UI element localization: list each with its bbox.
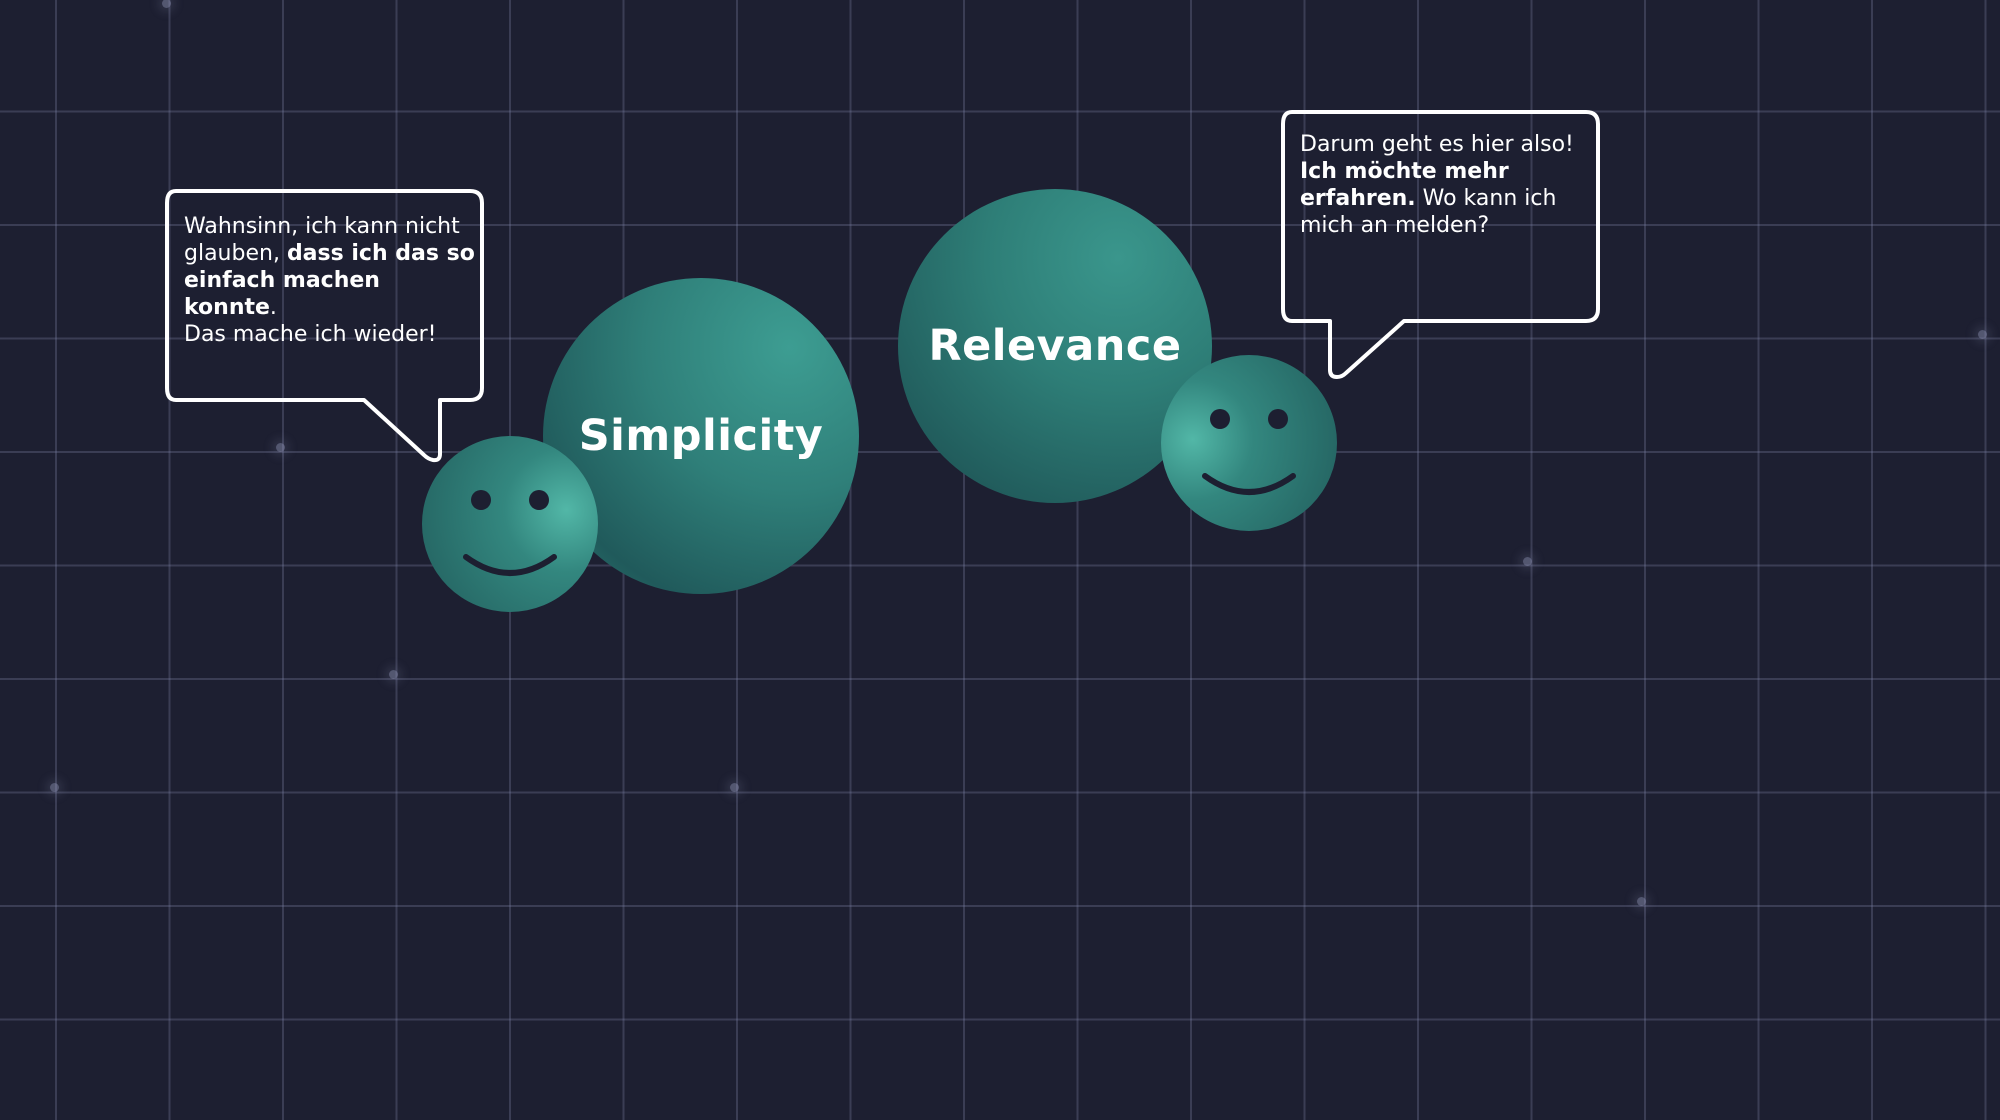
speech-left-text: Wahnsinn, ich kann nicht glauben, dass i…: [184, 213, 476, 348]
grid-node: [1523, 557, 1532, 566]
relevance-bubble: Relevance: [898, 189, 1212, 503]
grid-node: [162, 0, 171, 8]
grid-node: [50, 783, 59, 792]
speech-right-line2: Wo kann ich mich an melden?: [1300, 186, 1557, 238]
smiley-face-icon: [463, 490, 557, 576]
speech-bubble-right: Darum geht es hier also! Ich möchte mehr…: [1280, 109, 1602, 381]
smiley-face-icon: [1202, 409, 1296, 495]
speech-right-text: Darum geht es hier also! Ich möchte mehr…: [1300, 131, 1592, 239]
speech-right-line1: Darum geht es hier also!: [1300, 132, 1574, 157]
speech-bubble-left: Wahnsinn, ich kann nicht glauben, dass i…: [164, 188, 486, 463]
relevance-label: Relevance: [928, 321, 1182, 371]
grid-node: [730, 783, 739, 792]
speech-left-line1: Wahnsinn, ich kann nicht glauben,: [184, 214, 460, 266]
simplicity-label: Simplicity: [578, 411, 824, 461]
grid-node: [1978, 330, 1987, 339]
speech-right-bold: Ich möchte mehr erfahren.: [1300, 159, 1509, 211]
grid-node: [1637, 897, 1646, 906]
speech-bubble-icon: [165, 189, 484, 463]
speech-bubble-icon: [1281, 110, 1600, 379]
smiley-face-icon: [422, 436, 598, 612]
smiley-face-icon: [1161, 355, 1337, 531]
speech-left-bold: dass ich das so einfach machen konnte: [184, 241, 475, 320]
grid-node: [389, 670, 398, 679]
speech-left-line2: . Das mache ich wieder!: [184, 295, 437, 347]
grid-node: [276, 443, 285, 452]
